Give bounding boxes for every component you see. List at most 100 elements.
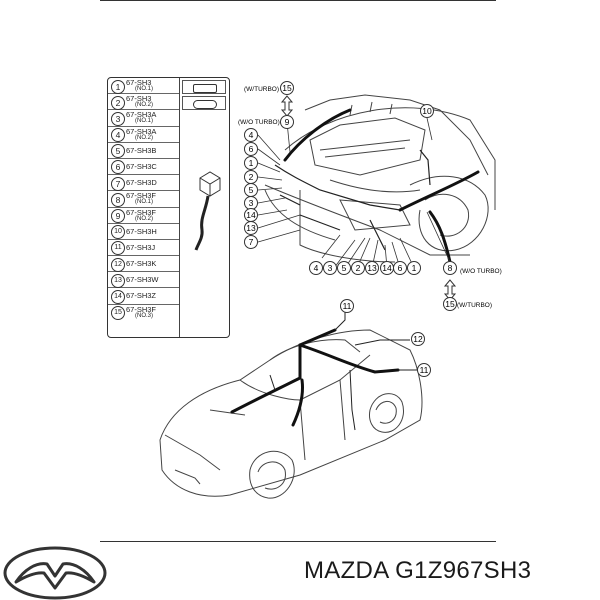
connector-no2-symbol	[182, 96, 226, 110]
part-code: 67-SH3A	[126, 126, 157, 136]
part-number-badge: 11	[111, 241, 125, 256]
callout-bottom-label: 14	[382, 263, 392, 273]
engine-harness	[283, 108, 480, 264]
part-code: 67-SH3C	[126, 161, 157, 171]
callout-9-top: 9	[280, 115, 294, 129]
part-subcode: (NO.2)	[135, 215, 153, 222]
part-number-badge: 15	[111, 306, 125, 321]
part-code: 67-SH3D	[126, 178, 157, 188]
part-code: 67-SH3	[126, 78, 152, 87]
callout-bottom: 3	[323, 261, 337, 275]
callout-left-label: 7	[249, 237, 254, 247]
callout-15-top: 15	[280, 81, 294, 95]
callout-10-label: 10	[422, 106, 432, 116]
callout-11-car-top: 11	[340, 299, 354, 313]
callout-left: 2	[244, 170, 258, 184]
part-number-badge: 4	[111, 128, 125, 143]
callout-left: 7	[244, 235, 258, 249]
callout-bottom-label: 2	[356, 263, 361, 273]
top-divider	[100, 0, 496, 1]
part-number-badge: 1	[111, 79, 125, 94]
alternate-arrow-top	[280, 95, 294, 117]
label-w-turbo-bottom: (W/TURBO)	[457, 302, 492, 309]
engine-bay-drawing	[264, 94, 496, 263]
callout-15-bottom: 15	[443, 297, 457, 311]
callout-8: 8	[443, 261, 457, 275]
callout-left: 13	[244, 221, 258, 235]
part-code: 67-SH3F	[126, 207, 157, 217]
callout-8-label: 8	[448, 263, 453, 273]
part-number-badge: 3	[111, 111, 125, 126]
car-body-drawing	[159, 329, 423, 499]
callout-left: 3	[244, 196, 258, 210]
part-code: 67-SH3B	[126, 145, 157, 155]
part-code: 67-SH3K	[126, 259, 157, 269]
callout-12-car-label: 12	[413, 334, 423, 344]
callout-left-label: 3	[249, 198, 254, 208]
part-subcode: (NO.1)	[135, 199, 153, 206]
engine-harness-thin	[274, 149, 431, 251]
bottom-divider	[100, 541, 496, 542]
callout-left: 5	[244, 183, 258, 197]
callout-bottom-label: 6	[398, 263, 403, 273]
mazda-logo-icon	[3, 546, 107, 600]
part-subcode: (NO.2)	[135, 134, 153, 141]
callout-bottom-label: 13	[367, 263, 377, 273]
callout-15-bottom-label: 15	[445, 299, 455, 309]
car-harness	[230, 328, 400, 427]
callout-bottom: 5	[337, 261, 351, 275]
callout-11-car-right-label: 11	[420, 365, 429, 375]
label-wo-turbo-top: (W/O TURBO)	[238, 119, 280, 126]
part-code: 67-SH3W	[126, 275, 159, 285]
car-harness-thin	[269, 312, 418, 431]
callout-bottom: 6	[393, 261, 407, 275]
callout-left-label: 14	[246, 210, 256, 220]
part-number-badge: 8	[111, 192, 125, 207]
callout-bottom: 13	[365, 261, 379, 275]
part-number-badge: 10	[111, 225, 125, 240]
callout-left-label: 13	[246, 223, 256, 233]
part-subcode: (NO.2)	[135, 102, 153, 109]
callout-left-label: 2	[249, 172, 254, 182]
part-number-title: MAZDA G1Z967SH3	[304, 557, 532, 584]
callout-9-top-label: 9	[285, 117, 290, 127]
leader-lines	[257, 117, 456, 269]
single-connector-illustration	[194, 171, 221, 251]
part-number-badge: 12	[111, 257, 125, 272]
callout-15-top-label: 15	[282, 83, 292, 93]
callout-left-label: 5	[249, 185, 254, 195]
part-number-badge: 9	[111, 209, 125, 223]
callout-bottom-label: 1	[412, 263, 417, 273]
callout-bottom-label: 3	[328, 263, 333, 273]
part-subcode: (NO.1)	[135, 86, 153, 92]
callout-11-car-top-label: 11	[343, 301, 352, 311]
part-number-badge: 5	[111, 144, 125, 159]
callout-left: 14	[244, 208, 258, 222]
part-code: 67-SH3J	[126, 242, 156, 252]
part-number-badge: 2	[111, 95, 125, 110]
part-number-badge: 7	[111, 176, 125, 191]
callout-bottom: 2	[351, 261, 365, 275]
part-code: 67-SH3Z	[126, 291, 157, 301]
callout-11-car-right: 11	[417, 363, 431, 377]
callout-bottom-label: 4	[314, 263, 319, 273]
connector-no1-symbol	[182, 80, 226, 94]
callout-left-label: 4	[249, 130, 254, 140]
part-number-badge: 6	[111, 160, 125, 175]
callout-left-label: 1	[249, 158, 254, 168]
callout-left-label: 6	[249, 144, 254, 154]
